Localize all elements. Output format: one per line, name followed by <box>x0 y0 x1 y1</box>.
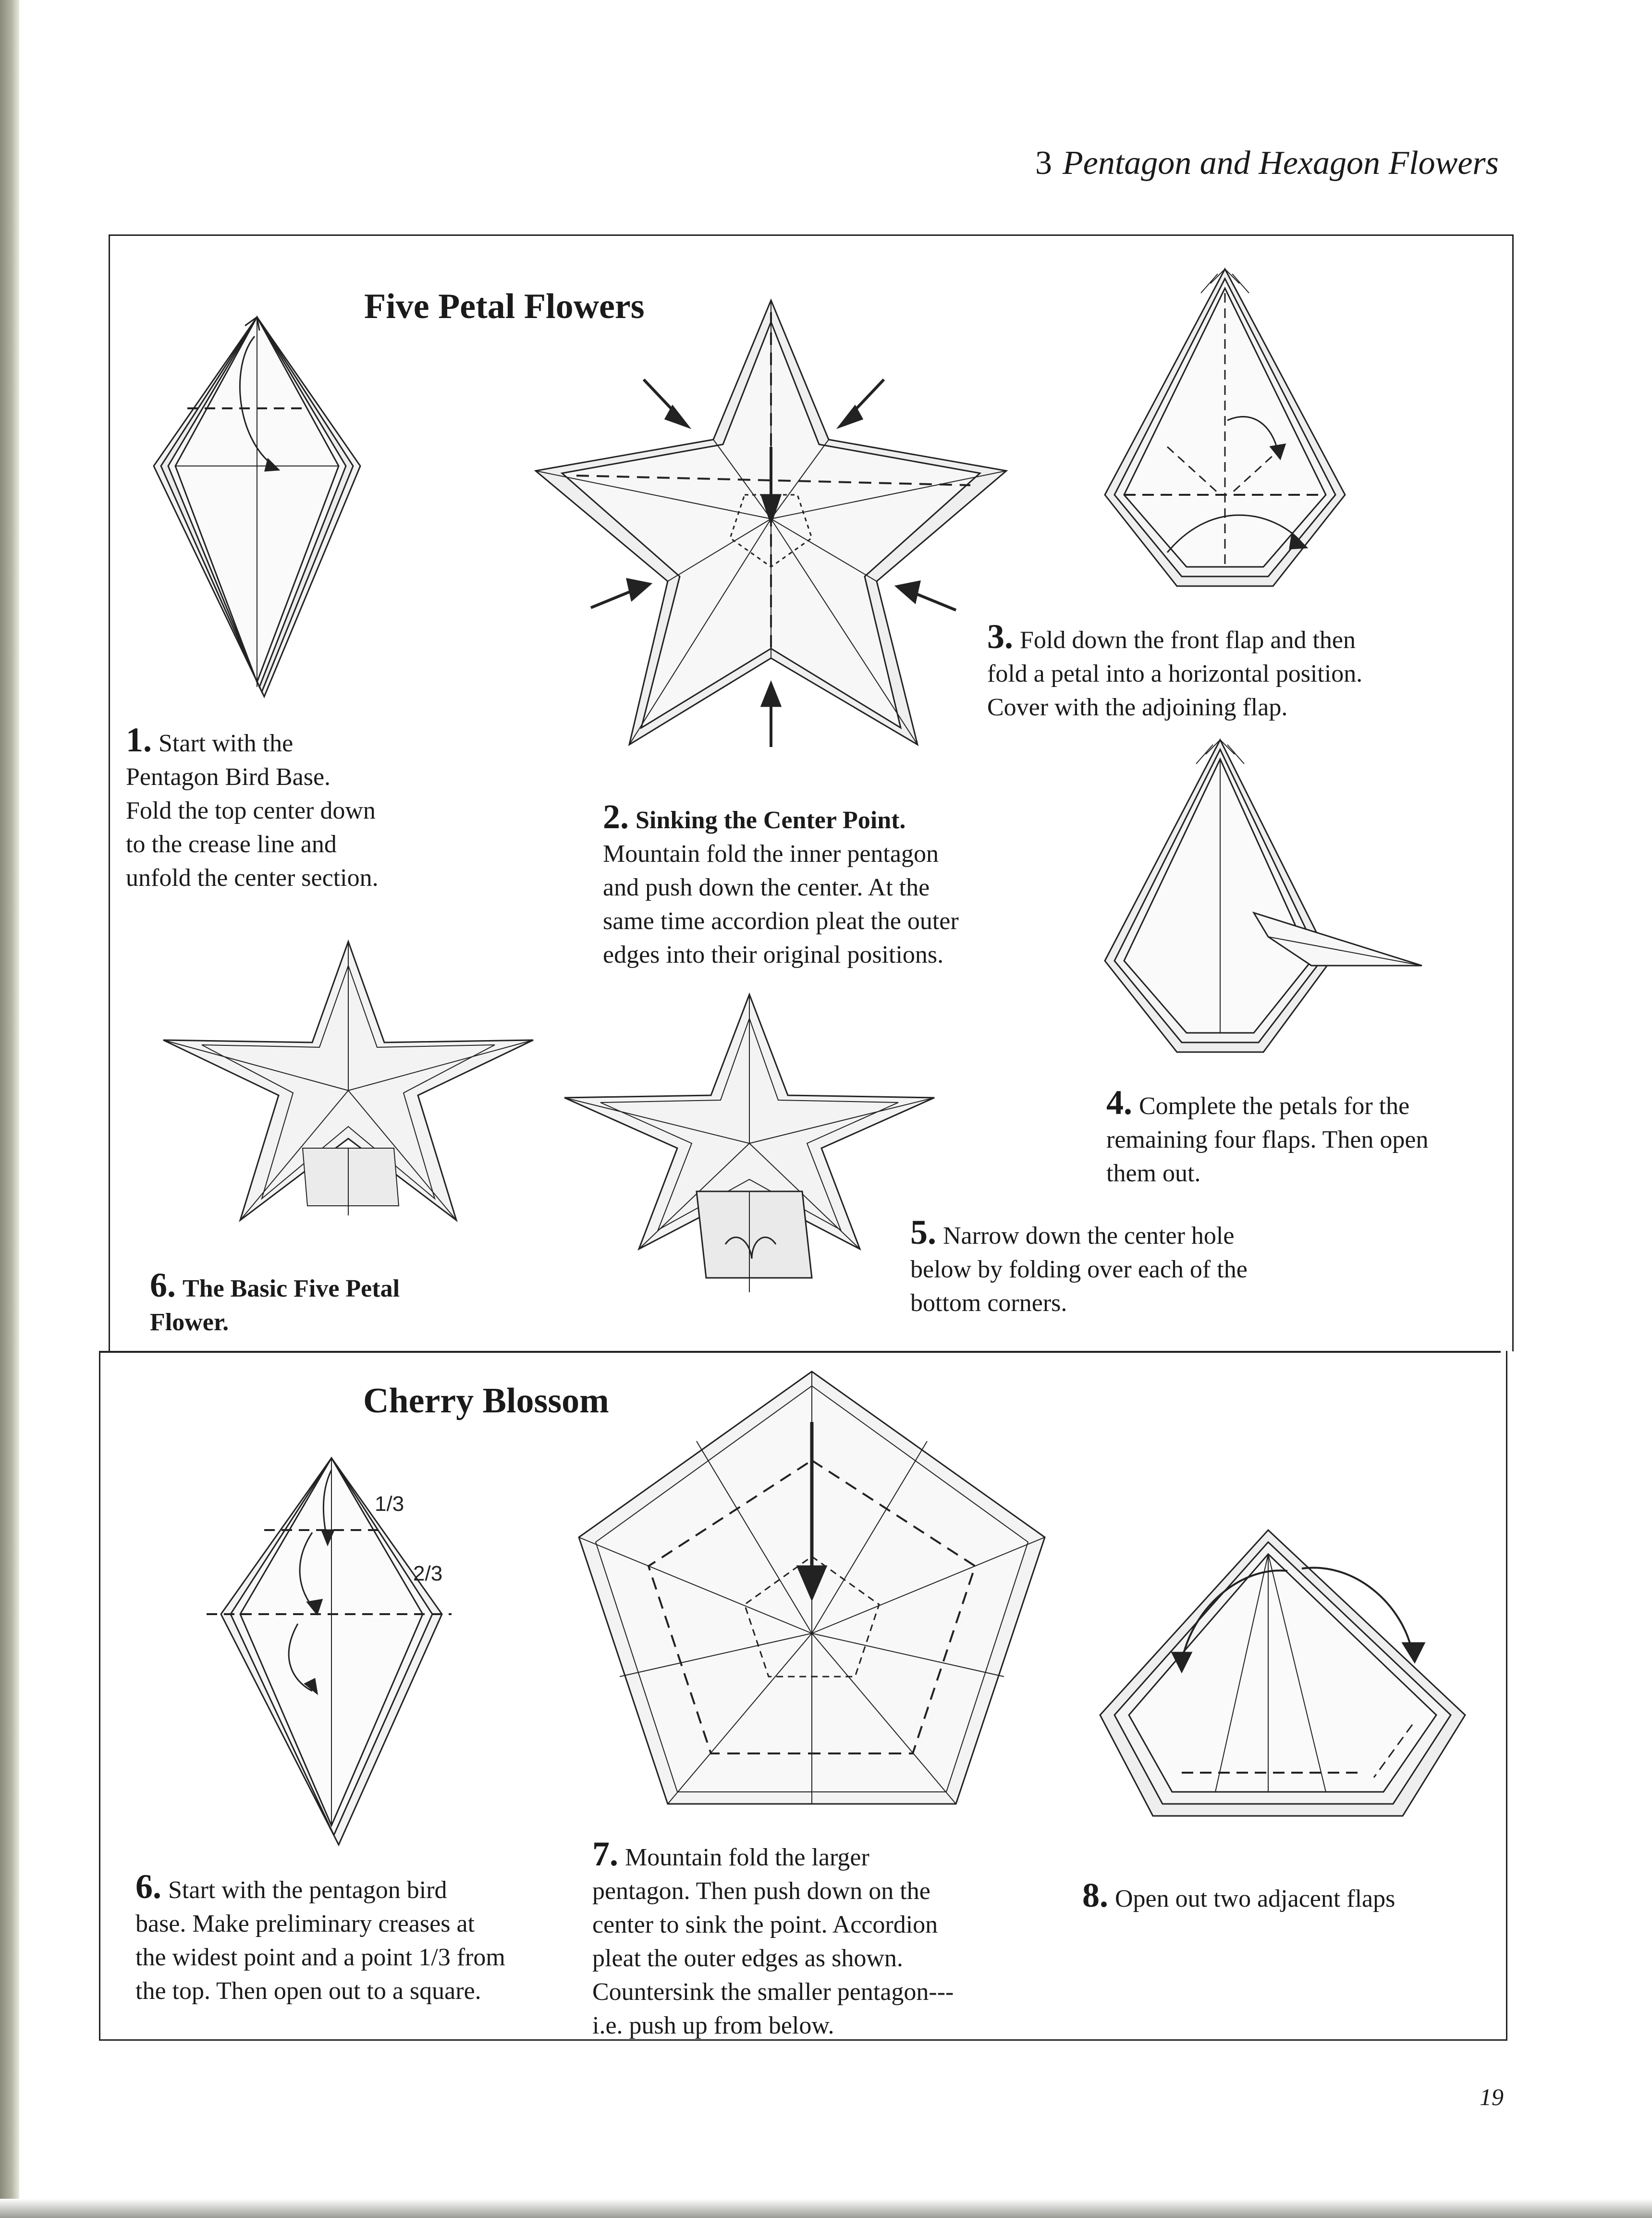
step-5-line-1: Narrow down the center hole <box>943 1222 1234 1250</box>
step-1-text: 1. Start with the Pentagon Bird Base. Fol… <box>126 723 379 895</box>
section-divider-rule <box>99 1351 1501 1353</box>
fraction-label-third: 1/3 <box>375 1492 404 1516</box>
step-6-cherry-text: 6.Start with the pentagon bird base. Mak… <box>135 1870 505 2008</box>
step-1-line-2: Pentagon Bird Base. <box>126 760 379 794</box>
step-4-line-2: remaining four flaps. Then open <box>1106 1123 1429 1157</box>
step-2-number: 2. <box>603 797 629 836</box>
step-2-line-1: Mountain fold the inner pentagon <box>603 837 959 871</box>
step-6-basic-line-1: The Basic Five Petal <box>183 1275 400 1302</box>
frame-left-rule <box>109 234 110 1351</box>
running-header: 3 Pentagon and Hexagon Flowers <box>1035 144 1499 183</box>
frame-top-rule <box>109 234 1513 236</box>
page-number: 19 <box>1480 2083 1504 2111</box>
step-7-line-2: pentagon. Then push down on the <box>592 1875 954 1908</box>
step-6-cherry-number: 6. <box>135 1867 161 1906</box>
step-7-line-4: pleat the outer edges as shown. <box>592 1942 954 1975</box>
step-3-line-1: Fold down the front flap and then <box>1020 626 1356 654</box>
step-7-line-5: Countersink the smaller pentagon--- <box>592 1975 954 2009</box>
figure-step-4-petal <box>1095 735 1432 1057</box>
step-3-line-3: Cover with the adjoining flap. <box>987 691 1362 724</box>
step-1-line-3: Fold the top center down <box>126 794 379 828</box>
chapter-title: Pentagon and Hexagon Flowers <box>1063 145 1499 182</box>
figure-step-7-pentagon <box>572 1364 1052 1821</box>
step-4-number: 4. <box>1106 1083 1132 1122</box>
figure-step-5-flower <box>562 990 937 1297</box>
lower-right-rule <box>1506 1351 1507 2041</box>
step-6-cherry-line-4: the top. Then open out to a square. <box>135 1974 505 2008</box>
figure-step-1-kite <box>139 307 370 701</box>
step-2-line-3: same time accordion pleat the outer <box>603 905 959 938</box>
step-5-text: 5.Narrow down the center hole below by f… <box>910 1215 1248 1320</box>
chapter-number: 3 <box>1035 145 1052 182</box>
figure-step-3-petal <box>1095 264 1355 591</box>
step-4-line-3: them out. <box>1106 1157 1429 1190</box>
step-2-line-2: and push down the center. At the <box>603 871 959 905</box>
lower-left-rule <box>99 1351 100 2041</box>
step-5-number: 5. <box>910 1213 936 1251</box>
figure-step-8-flaps <box>1095 1523 1470 1821</box>
step-7-line-1: Mountain fold the larger <box>625 1844 869 1871</box>
figure-step-6b-kite: 1/3 2/3 <box>202 1451 461 1850</box>
figure-step-6-basic-flower <box>159 937 538 1235</box>
step-3-text: 3.Fold down the front flap and then fold… <box>987 620 1362 724</box>
step-4-line-1: Complete the petals for the <box>1139 1092 1409 1120</box>
step-4-text: 4.Complete the petals for the remaining … <box>1106 1086 1429 1190</box>
step-1-line-5: unfold the center section. <box>126 861 379 895</box>
step-7-line-6: i.e. push up from below. <box>592 2009 954 2043</box>
page-bottom-shadow <box>0 2199 1652 2218</box>
step-6-basic-line-2: Flower. <box>150 1306 400 1339</box>
step-7-text: 7. Mountain fold the larger pentagon. The… <box>592 1837 954 2043</box>
step-2-line-4: edges into their original positions. <box>603 938 959 972</box>
frame-right-rule <box>1512 234 1514 1351</box>
step-6-basic-number: 6. <box>150 1266 176 1304</box>
step-8-text: 8. Open out two adjacent flaps <box>1082 1878 1395 1916</box>
step-6-cherry-line-1: Start with the pentagon bird <box>168 1876 447 1904</box>
step-1-line-4: to the crease line and <box>126 828 379 861</box>
step-3-line-2: fold a petal into a horizontal position. <box>987 657 1362 691</box>
step-2-text: 2. Sinking the Center Point. Mountain fol… <box>603 800 959 972</box>
step-5-line-3: bottom corners. <box>910 1287 1248 1320</box>
step-8-line-1: Open out two adjacent flaps <box>1115 1885 1395 1912</box>
figure-step-2-star <box>528 293 1018 754</box>
step-5-line-2: below by folding over each of the <box>910 1253 1248 1287</box>
step-7-line-3: center to sink the point. Accordion <box>592 1908 954 1942</box>
step-3-number: 3. <box>987 617 1013 656</box>
step-2-heading: Sinking the Center Point. <box>636 807 906 834</box>
step-6-cherry-line-3: the widest point and a point 1/3 from <box>135 1941 505 1974</box>
book-binding-shadow <box>0 0 19 2218</box>
step-6-basic-text: 6. The Basic Five Petal Flower. <box>150 1268 400 1339</box>
step-6-cherry-line-2: base. Make preliminary creases at <box>135 1907 505 1941</box>
step-1-line-1: Start with the <box>159 730 293 757</box>
step-8-number: 8. <box>1082 1876 1108 1914</box>
step-7-number: 7. <box>592 1835 618 1873</box>
fraction-label-two-thirds: 2/3 <box>413 1562 442 1585</box>
step-1-number: 1. <box>126 721 152 759</box>
